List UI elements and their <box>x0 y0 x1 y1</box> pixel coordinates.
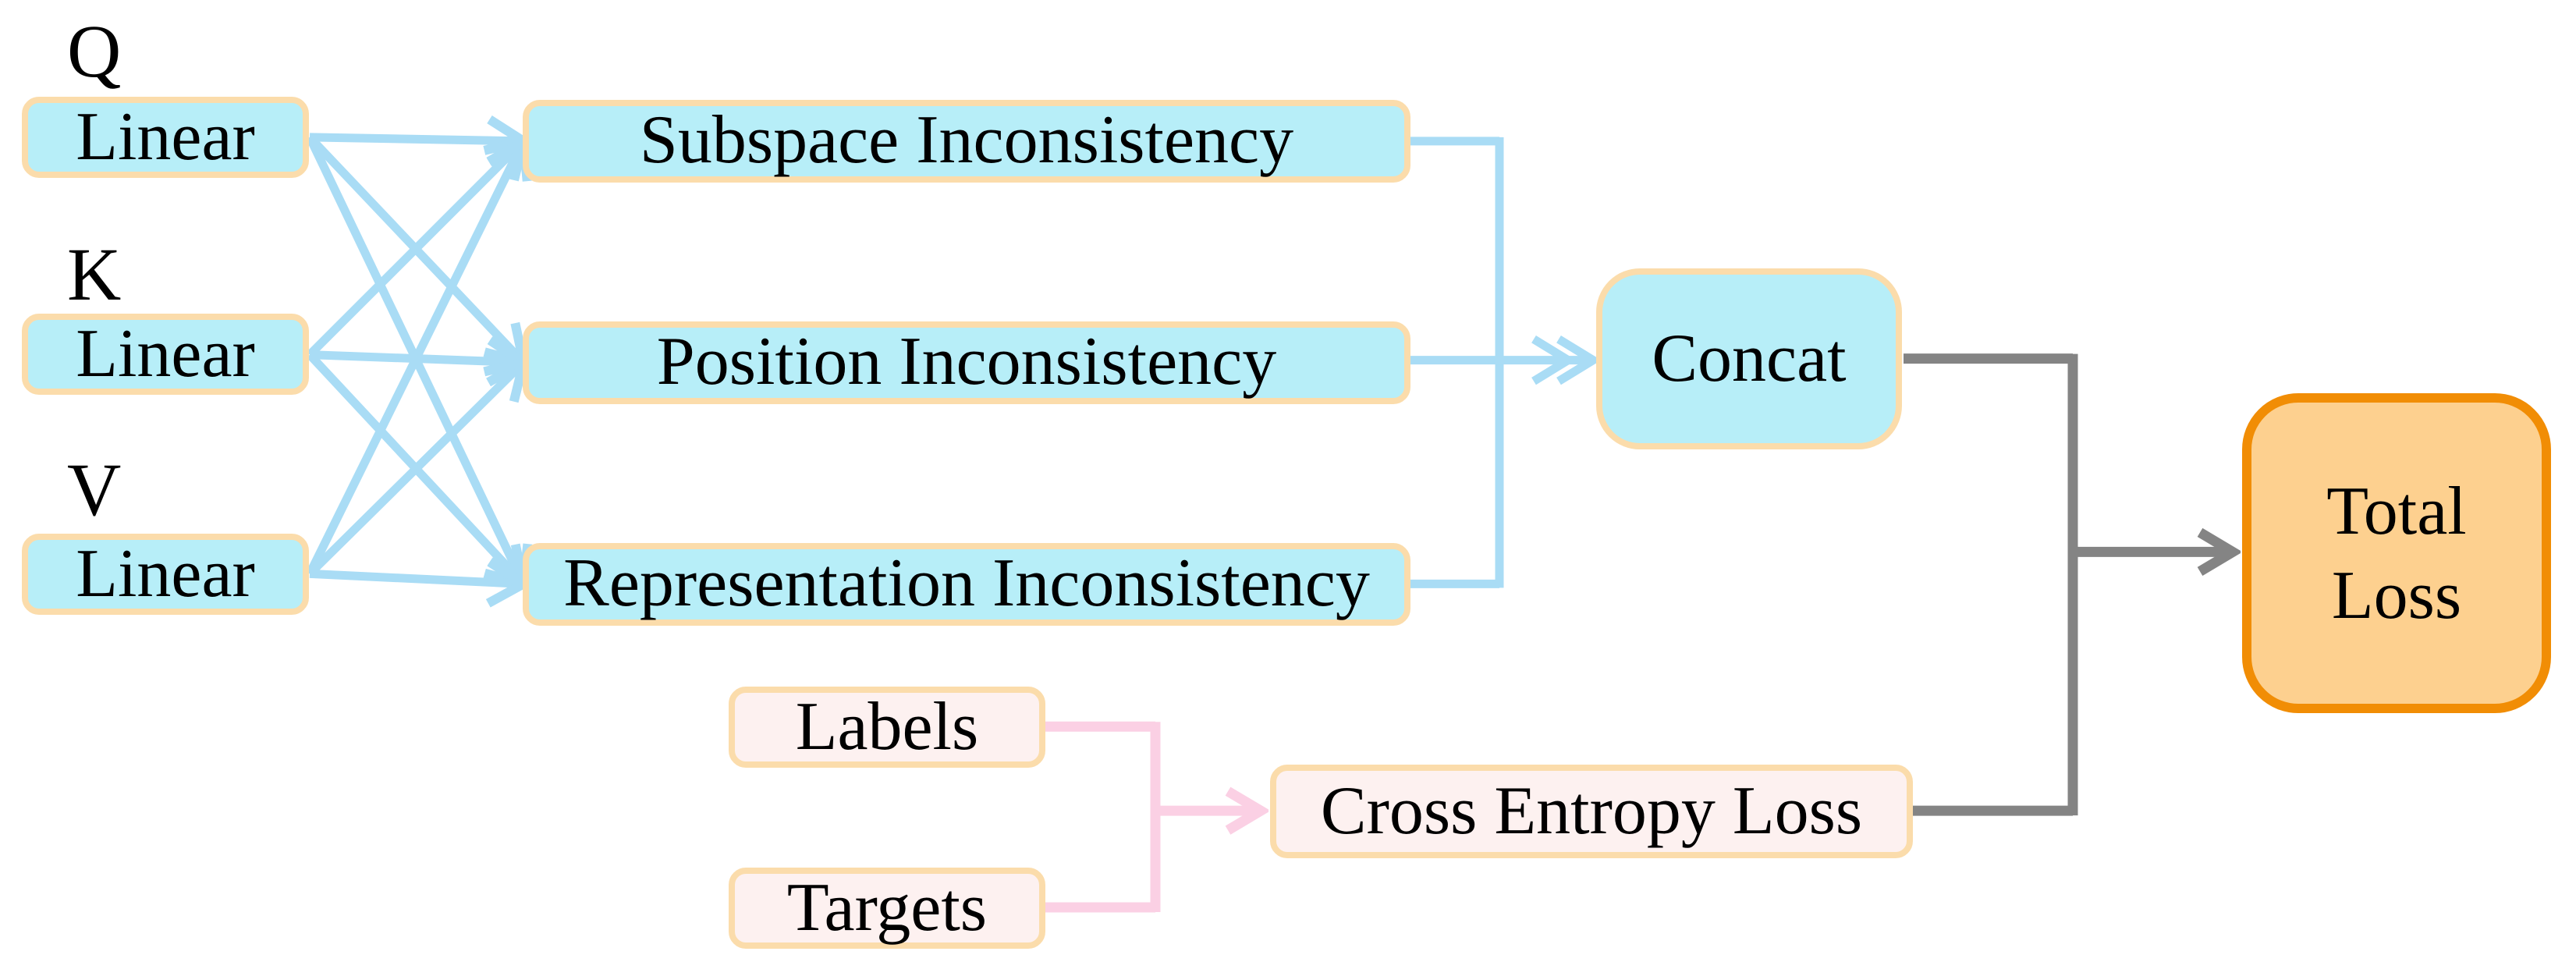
input-label-q: Q <box>67 11 122 94</box>
node-concat: Concat <box>1596 268 1902 449</box>
edge-v-position <box>307 363 523 577</box>
node-labels: Labels <box>729 687 1045 768</box>
node-linear-q: Linear <box>22 97 309 178</box>
node-cross-entropy-loss: Cross Entropy Loss <box>1270 765 1913 858</box>
edge-v-subspace <box>306 141 523 576</box>
edge-v-representation <box>309 573 523 584</box>
node-position-inconsistency: Position Inconsistency <box>523 321 1410 404</box>
input-label-v: V <box>67 449 122 532</box>
node-subspace-inconsistency: Subspace Inconsistency <box>523 100 1410 183</box>
arrowhead-concat-outer <box>1556 335 1602 385</box>
edge-q-subspace <box>309 137 523 141</box>
node-linear-k: Linear <box>22 314 309 395</box>
arrowhead-concat-inner <box>1531 335 1577 385</box>
node-total-loss: Total Loss <box>2242 393 2551 713</box>
node-representation-inconsistency: Representation Inconsistency <box>523 543 1410 626</box>
input-label-k: K <box>67 234 122 317</box>
node-linear-v: Linear <box>22 534 309 615</box>
node-targets: Targets <box>729 868 1045 949</box>
